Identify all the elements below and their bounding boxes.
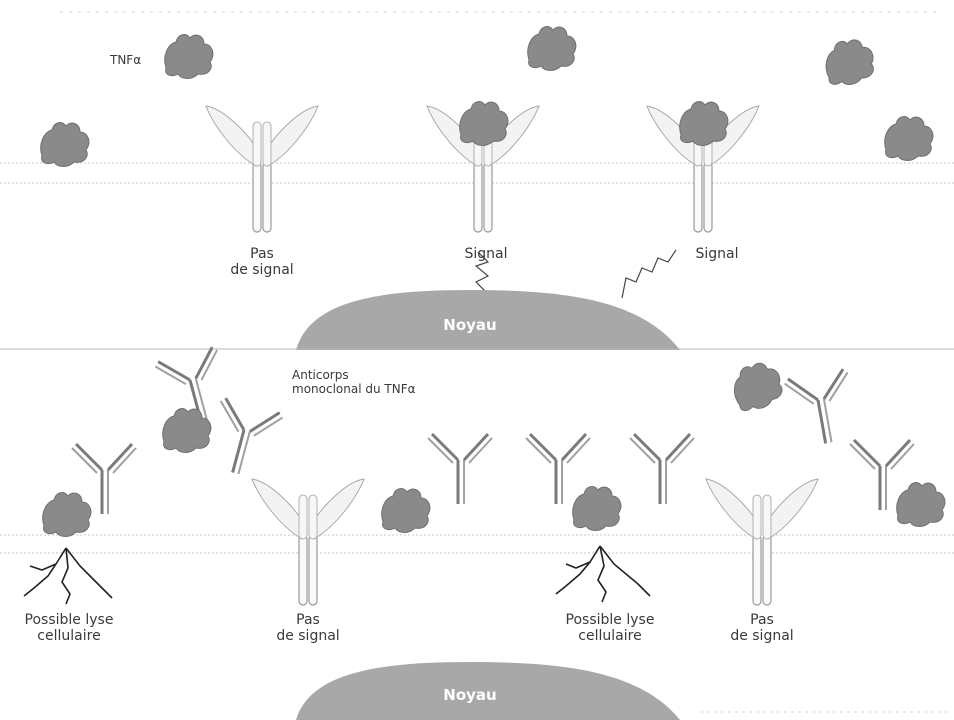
membrane-tnf-icon [43, 493, 91, 537]
tnf-ligand-icon [163, 409, 211, 453]
lysis-caption: Possible lyse cellulaire [14, 612, 124, 644]
tnf-ligand-icon [822, 37, 877, 89]
caption-line: Pas [268, 612, 348, 628]
caption-line: cellulaire [555, 628, 665, 644]
antibody-icon [204, 397, 284, 481]
receptor-caption: Pas de signal [268, 612, 348, 644]
receptor-caption: Pas de signal [722, 612, 802, 644]
caption-line: de signal [722, 628, 802, 644]
receptor-caption: Pas de signal [222, 246, 302, 278]
tnf-alpha-label: TNFα [110, 52, 141, 68]
antibody-icon [784, 368, 859, 448]
antibody-label: Anticorps monoclonal du TNFα [292, 368, 416, 396]
caption-line: cellulaire [14, 628, 124, 644]
caption-line: Possible lyse [555, 612, 665, 628]
caption-line: Possible lyse [14, 612, 124, 628]
antibody-icon [526, 434, 590, 504]
tnf-ligand-icon [165, 35, 213, 79]
lysis-caption: Possible lyse cellulaire [555, 612, 665, 644]
tnf-ligand-icon [41, 123, 89, 167]
membrane-tnf-icon [897, 483, 945, 527]
lysis-crack-icon [24, 548, 112, 604]
membrane-tnf-icon [382, 489, 430, 533]
caption-line: de signal [222, 262, 302, 278]
tnf-receptor-icon [706, 479, 818, 605]
antibody-icon [630, 434, 694, 504]
bound-tnf-ligand-icon [460, 102, 508, 146]
antibody-label-line: monoclonal du TNFα [292, 382, 416, 396]
nucleus-label: Noyau [430, 316, 510, 334]
signal-caption: Signal [446, 246, 526, 262]
tnf-ligand-icon [528, 27, 576, 71]
lysis-crack-icon [556, 546, 650, 602]
signal-caption: Signal [677, 246, 757, 262]
antibody-icon [428, 434, 492, 504]
antibody-label-line: Anticorps [292, 368, 416, 382]
tnf-receptor-icon [252, 479, 364, 605]
tnf-ligand-icon [885, 117, 933, 161]
tnf-ligand-icon [727, 357, 787, 415]
top-panel [0, 27, 954, 350]
bound-tnf-ligand-icon [680, 102, 728, 146]
bottom-panel [0, 346, 954, 720]
signal-arrow-icon [622, 250, 676, 298]
membrane-tnf-icon [573, 487, 621, 531]
tnf-receptor-icon [206, 106, 318, 232]
caption-line: Pas [222, 246, 302, 262]
caption-line: Pas [722, 612, 802, 628]
caption-line: de signal [268, 628, 348, 644]
nucleus-label: Noyau [430, 686, 510, 704]
